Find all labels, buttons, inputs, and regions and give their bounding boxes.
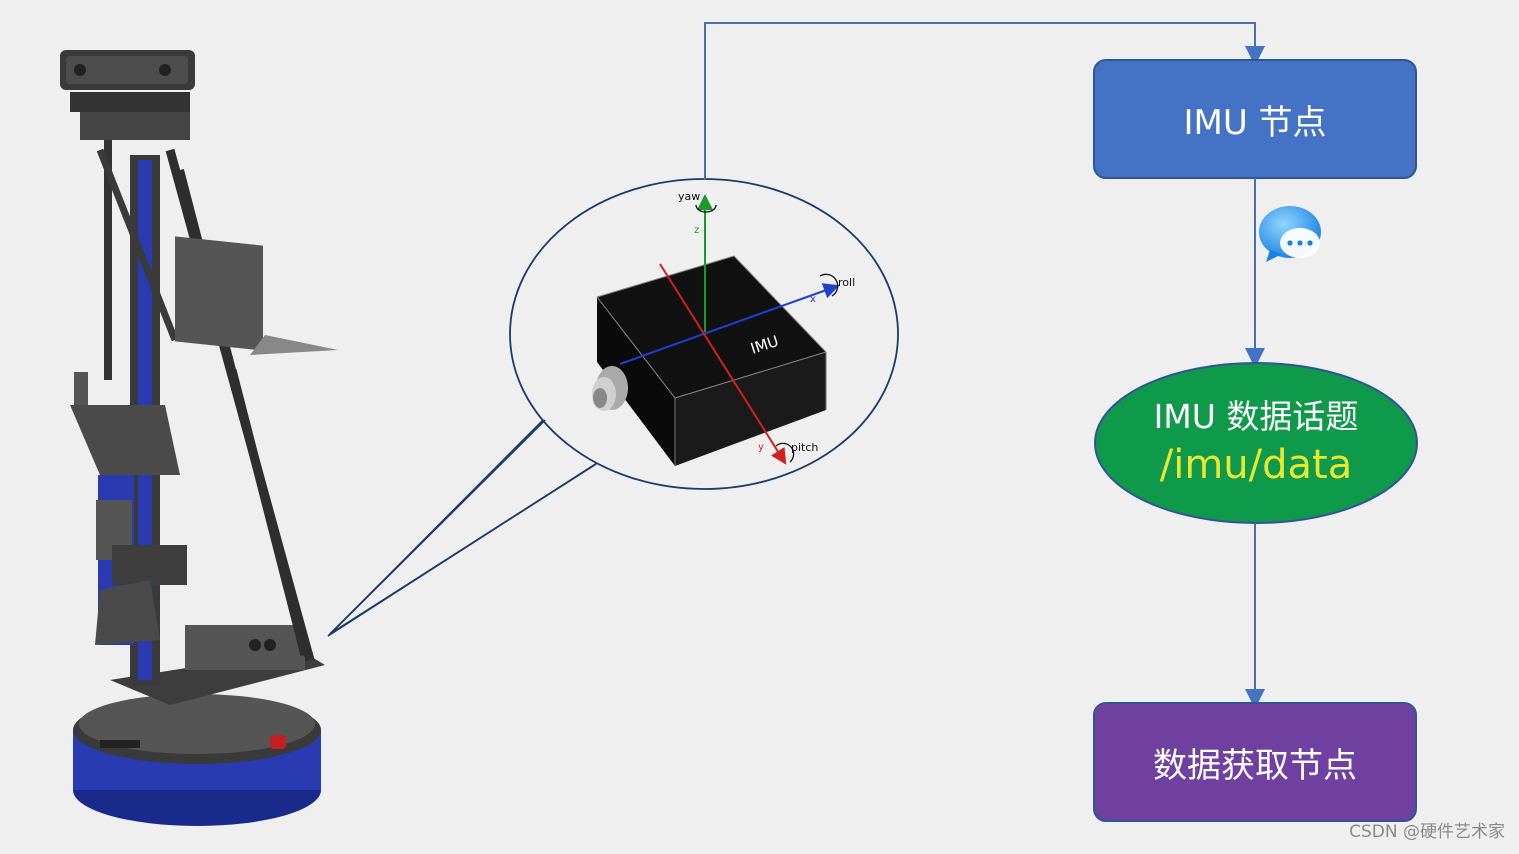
y-label: y: [758, 442, 764, 453]
chat-bubble-icon: [1259, 206, 1321, 262]
watermark: CSDN @硬件艺术家: [1349, 822, 1505, 842]
y-axis: [659, 263, 787, 465]
yaw-label: yaw: [678, 190, 700, 203]
z-label: z: [694, 225, 699, 236]
x-axis: [619, 283, 840, 365]
data-node-box: [1093, 702, 1417, 822]
pitch-label: pitch: [791, 441, 818, 454]
imu-callout: IMU yaw z roll x pitch y: [327, 178, 899, 637]
x-label: x: [810, 294, 816, 305]
callout-to-imu-node-edge: [704, 22, 1265, 180]
robot-arm-render: [60, 50, 338, 826]
imu-device: IMU: [592, 255, 827, 466]
roll-label: roll: [838, 276, 855, 289]
yaw-rotation-icon: [695, 204, 717, 213]
roll-rotation-icon: [819, 273, 839, 297]
imu-node-box: [1093, 59, 1417, 179]
topic-ellipse: [1094, 362, 1418, 524]
pitch-rotation-icon: [775, 442, 795, 463]
